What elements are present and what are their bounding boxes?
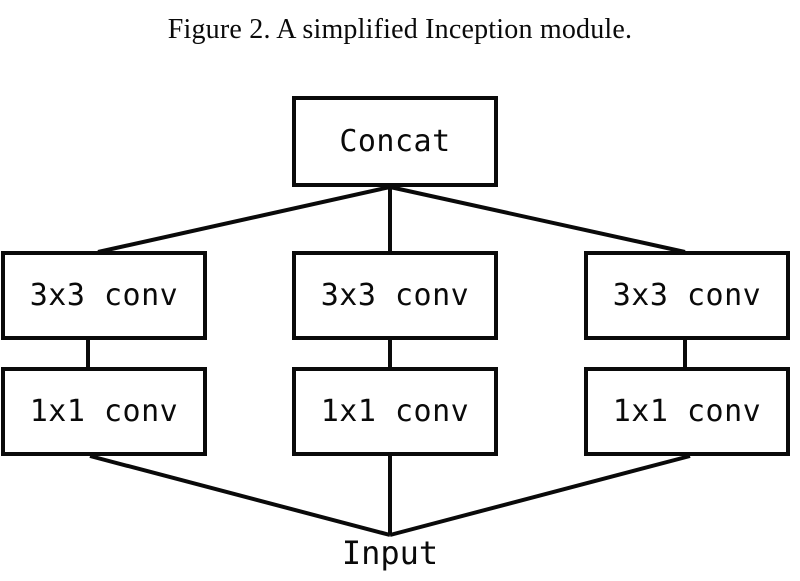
edge-concat-to-left-3x3: [97, 185, 391, 254]
node-input-label: Input: [341, 534, 439, 572]
node-left-1x1-conv-label: 1x1 conv: [29, 393, 179, 429]
node-concat-label: Concat: [339, 123, 451, 159]
node-left-1x1-conv[interactable]: 1x1 conv: [1, 367, 207, 456]
node-middle-3x3-conv-label: 3x3 conv: [320, 277, 470, 313]
figure-caption: Figure 2. A simplified Inception module.: [167, 14, 633, 45]
edge-concat-to-right-3x3: [389, 185, 686, 254]
node-right-3x3-conv-label: 3x3 conv: [612, 277, 762, 313]
node-right-1x1-conv[interactable]: 1x1 conv: [584, 367, 790, 456]
edge-input-to-right-1x1: [389, 454, 691, 537]
node-left-3x3-conv-label: 3x3 conv: [29, 277, 179, 313]
node-concat[interactable]: Concat: [292, 96, 498, 187]
node-right-3x3-conv[interactable]: 3x3 conv: [584, 251, 790, 340]
node-middle-3x3-conv[interactable]: 3x3 conv: [292, 251, 498, 340]
node-left-3x3-conv[interactable]: 3x3 conv: [1, 251, 207, 340]
edge-input-to-left-1x1: [89, 454, 391, 537]
node-middle-1x1-conv[interactable]: 1x1 conv: [292, 367, 498, 456]
node-middle-1x1-conv-label: 1x1 conv: [320, 393, 470, 429]
node-right-1x1-conv-label: 1x1 conv: [612, 393, 762, 429]
